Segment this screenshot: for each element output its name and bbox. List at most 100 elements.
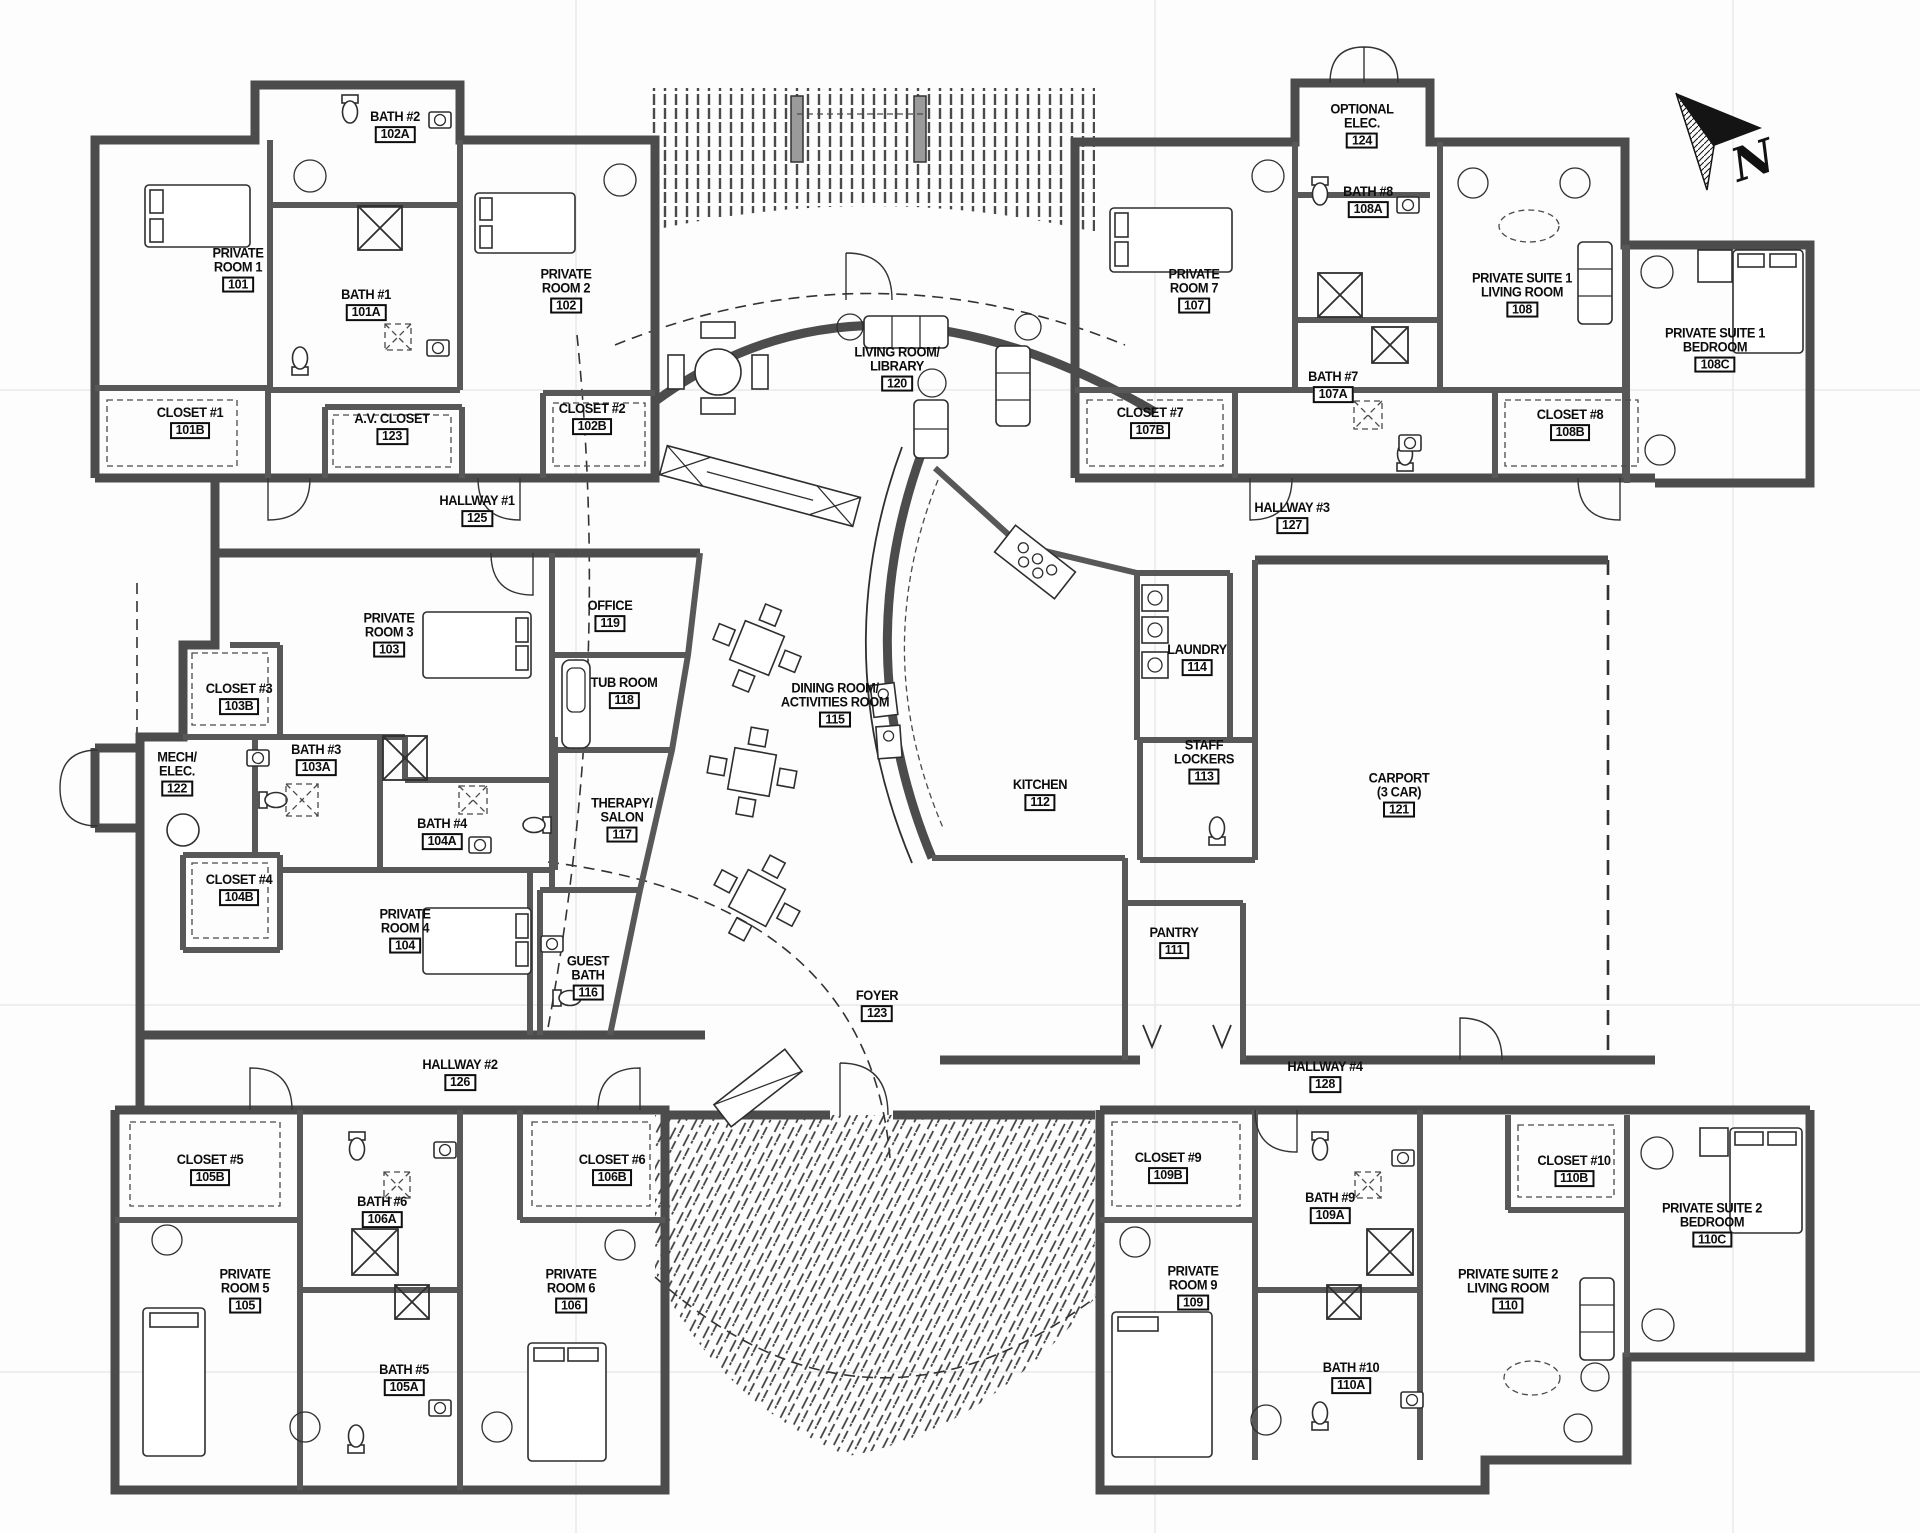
- room-number: 110B: [1554, 1169, 1594, 1187]
- room-number: 106A: [361, 1210, 403, 1228]
- bed: [527, 1342, 607, 1462]
- toilet: [522, 816, 552, 834]
- kitchen-curved-wall: [882, 450, 937, 860]
- north-arrow: N: [1675, 92, 1783, 193]
- bed: [422, 611, 532, 679]
- sink: [246, 749, 270, 767]
- room-name: CLOSET #7: [1116, 405, 1184, 421]
- room-number: 121: [1383, 801, 1415, 818]
- room-number: 105B: [189, 1168, 231, 1186]
- sink: [1398, 434, 1422, 452]
- showers: [285, 205, 1414, 1320]
- room-number: 106: [555, 1297, 587, 1314]
- room-name: LAUNDRY: [1167, 642, 1227, 658]
- bed: [422, 907, 532, 975]
- toilet: [291, 346, 309, 376]
- room-number: 128: [1309, 1075, 1341, 1093]
- room-number: 108C: [1694, 356, 1736, 373]
- doors: [59, 46, 1621, 1153]
- dresser: [1699, 1127, 1729, 1157]
- interior-walls: [95, 140, 1630, 1490]
- room-name: A.V. CLOSET: [354, 411, 430, 427]
- room-number: 106B: [591, 1168, 633, 1186]
- room-number: 102: [550, 297, 582, 314]
- curved-east-edge: [607, 552, 703, 1036]
- room-number: 105A: [383, 1378, 425, 1396]
- room-number: 104: [389, 937, 421, 954]
- room-number: 108A: [1347, 200, 1389, 218]
- room-number: 108B: [1549, 423, 1591, 441]
- room-number: 103A: [295, 758, 337, 776]
- room-number: 112: [1024, 793, 1056, 811]
- room-number: 104B: [218, 888, 260, 906]
- lounge-chairs: [151, 159, 1676, 1443]
- room-number: 113: [1188, 768, 1220, 785]
- room-name: BATH #8: [1343, 184, 1393, 200]
- room-name: OFFICE: [587, 598, 633, 614]
- toilet: [552, 989, 582, 1007]
- sink: [468, 836, 492, 854]
- room-number: 101B: [169, 421, 211, 439]
- room-number: 107A: [1312, 385, 1354, 403]
- living-room-seating: [667, 313, 1042, 459]
- room-number: 111: [1158, 941, 1190, 959]
- room-name: BATH #10: [1322, 1360, 1380, 1376]
- room-number: 122: [161, 780, 193, 797]
- entry-millwork: [658, 444, 862, 528]
- toilet: [341, 94, 359, 124]
- room-number: 126: [444, 1073, 476, 1091]
- sink: [1400, 1391, 1424, 1409]
- room-name: FOYER: [855, 988, 899, 1004]
- room-name: LIVING ROOM/LIBRARY: [854, 344, 940, 374]
- room-name: HALLWAY #4: [1287, 1059, 1363, 1075]
- room-number: 109: [1177, 1294, 1209, 1311]
- sink: [540, 935, 564, 953]
- sink: [433, 1141, 457, 1159]
- room-name: CARPORT(3 CAR): [1368, 770, 1430, 800]
- room-number: 116: [572, 984, 604, 1001]
- room-number: 110C: [1692, 1231, 1732, 1248]
- room-name: CLOSET #5: [176, 1152, 244, 1168]
- bath-fixtures: [246, 94, 1424, 1454]
- room-name: PANTRY: [1149, 925, 1199, 941]
- bed: [1109, 207, 1233, 273]
- furniture: [142, 159, 1804, 1462]
- room-number: 123: [861, 1004, 893, 1022]
- toilet: [1208, 816, 1226, 846]
- sink: [1396, 196, 1420, 214]
- room-number: 125: [461, 509, 493, 527]
- patio-hatch: [655, 1115, 1095, 1456]
- room-name: BATH #6: [357, 1194, 407, 1210]
- room-number: 117: [606, 826, 638, 843]
- room-name: HALLWAY #2: [422, 1057, 498, 1073]
- room-name: BATH #3: [291, 742, 341, 758]
